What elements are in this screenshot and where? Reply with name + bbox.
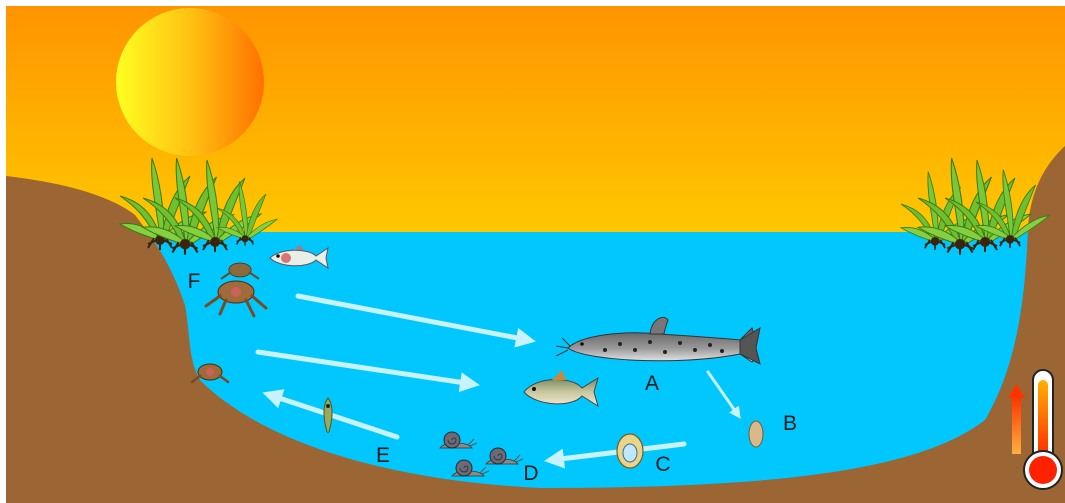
label-a: A [645,372,659,395]
larva-icon [617,434,643,468]
label-d: D [523,462,538,485]
sun-icon [116,8,264,156]
label-b: B [783,412,797,435]
label-c: C [655,453,670,476]
label-e: E [376,444,390,467]
label-f: F [188,270,201,293]
egg-icon [749,421,763,447]
